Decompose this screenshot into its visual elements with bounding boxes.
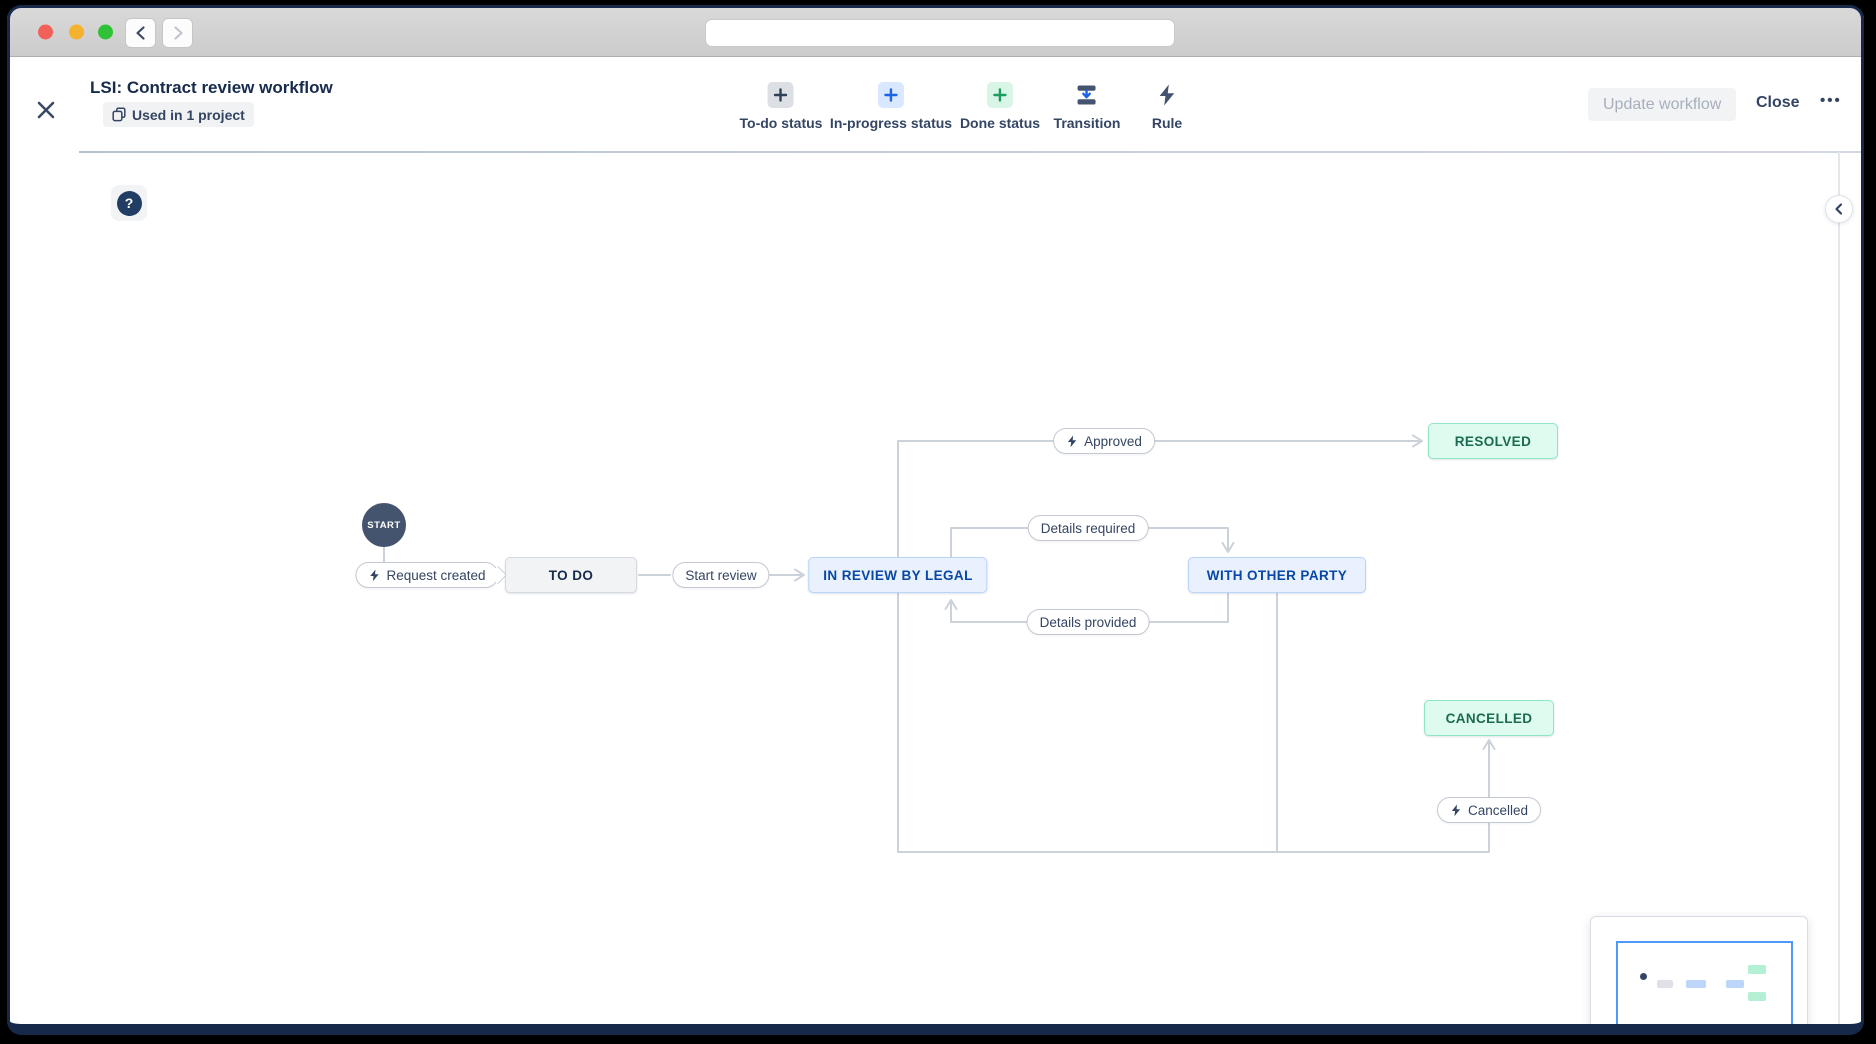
transition-label: Details provided <box>1039 614 1137 630</box>
toolbar-item-transition[interactable]: Transition <box>1053 82 1121 131</box>
right-panel-divider <box>1838 152 1840 1030</box>
minimap-start-dot <box>1640 973 1647 980</box>
status-node-cancelled[interactable]: CANCELLED <box>1424 700 1554 736</box>
lightning-icon <box>1154 82 1180 108</box>
status-node-resolved[interactable]: RESOLVED <box>1428 423 1558 459</box>
browser-forward-button[interactable] <box>162 18 193 48</box>
window-background <box>7 6 1864 1032</box>
traffic-light-minimize-button[interactable] <box>69 24 84 40</box>
close-button[interactable]: Close <box>1756 94 1800 111</box>
chevron-left-icon <box>1835 203 1843 215</box>
close-icon <box>37 101 55 119</box>
lightning-icon <box>1451 804 1461 816</box>
toolbar-label: Transition <box>1053 115 1121 131</box>
transition-label: Approved <box>1084 433 1142 449</box>
copy-icon <box>112 107 126 122</box>
chevron-left-icon <box>135 26 145 40</box>
transition-request-created[interactable]: Request created <box>355 562 508 588</box>
toolbar-item-done-status[interactable]: Done status <box>960 82 1040 131</box>
transition-approved[interactable]: Approved <box>1053 428 1155 454</box>
titlebar <box>9 8 1862 57</box>
more-options-button[interactable]: ••• <box>1820 92 1842 109</box>
plus-icon <box>877 82 904 108</box>
chevron-right-icon <box>173 26 183 40</box>
toolbar-item-rule[interactable]: Rule <box>1152 82 1182 131</box>
transition-label: Request created <box>386 567 486 583</box>
status-node-todo[interactable]: TO DO <box>505 557 637 593</box>
minimap-resolved-bar <box>1748 965 1766 974</box>
minimap-viewport[interactable] <box>1616 941 1793 1044</box>
workflow-title: LSI: Contract review workflow <box>90 78 333 97</box>
lightning-icon <box>370 569 379 581</box>
toolbar-label: Done status <box>959 115 1041 131</box>
minimap-cancelled-bar <box>1748 992 1766 1001</box>
toolbar-label: In-progress status <box>829 115 953 131</box>
transition-start-review[interactable]: Start review <box>672 562 770 588</box>
close-editor-button[interactable] <box>33 97 59 123</box>
minimap-with-other-party-bar <box>1726 980 1744 988</box>
status-node-with-other-party[interactable]: WITH OTHER PARTY <box>1188 557 1366 593</box>
transition-label: Start review <box>685 567 757 583</box>
help-button[interactable]: ? <box>111 185 147 221</box>
traffic-light-close-button[interactable] <box>38 24 53 40</box>
plus-icon <box>768 82 794 108</box>
update-workflow-button[interactable]: Update workflow <box>1588 88 1737 121</box>
status-node-in-review-by-legal[interactable]: IN REVIEW BY LEGAL <box>808 557 988 593</box>
transition-label: Cancelled <box>1467 802 1529 818</box>
toolbar-item-inprogress-status[interactable]: In-progress status <box>830 82 952 131</box>
plus-icon <box>987 82 1013 108</box>
panel-toggle-button[interactable] <box>1825 195 1853 223</box>
question-mark-icon: ? <box>116 190 142 216</box>
transition-details-provided[interactable]: Details provided <box>1026 609 1150 635</box>
traffic-light-zoom-button[interactable] <box>98 24 113 40</box>
usage-badge-label: Used in 1 project <box>132 106 245 123</box>
url-bar[interactable] <box>705 19 1175 47</box>
toolbar-item-todo-status[interactable]: To-do status <box>739 82 823 131</box>
transition-details-required[interactable]: Details required <box>1027 515 1149 541</box>
transition-cancelled[interactable]: Cancelled <box>1436 797 1542 823</box>
workflow-editor-header <box>9 57 1862 152</box>
transition-label: Details required <box>1040 520 1136 536</box>
toolbar-label: To-do status <box>739 115 823 131</box>
transition-icon <box>1074 82 1100 108</box>
minimap-in-review-bar <box>1686 980 1706 988</box>
lightning-icon <box>1067 435 1077 447</box>
toolbar-label: Rule <box>1151 115 1183 131</box>
header-divider <box>79 151 1862 153</box>
start-node[interactable]: START <box>362 503 406 547</box>
minimap-todo-bar <box>1657 980 1673 988</box>
usage-badge: Used in 1 project <box>103 102 254 127</box>
browser-back-button[interactable] <box>125 18 156 48</box>
